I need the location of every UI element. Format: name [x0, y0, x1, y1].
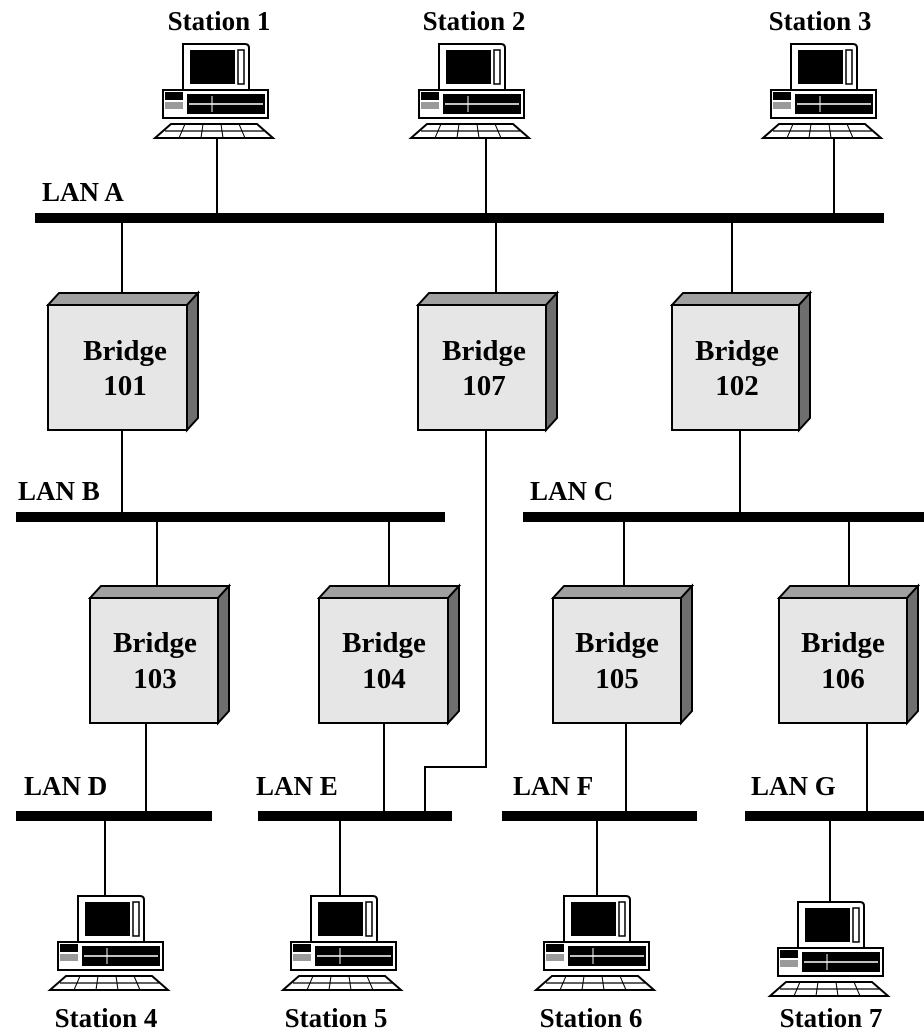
bridge-104: Bridge 104	[319, 586, 459, 723]
bridge-107-word: Bridge	[442, 335, 526, 367]
station-6-label: Station 6	[540, 1003, 643, 1033]
bridge-101: Bridge 101	[48, 293, 198, 430]
bridge-101-word: Bridge	[83, 335, 167, 367]
bridge-106: Bridge 106	[779, 586, 918, 723]
bridge-106-number: 106	[821, 663, 865, 695]
bridge-102-number: 102	[715, 370, 759, 402]
lan-c-label: LAN C	[530, 476, 613, 506]
bridge-104-word: Bridge	[342, 627, 426, 659]
desktop-computer-icon	[536, 896, 654, 990]
bridge-106-word: Bridge	[801, 627, 885, 659]
station-7: Station 7	[770, 902, 888, 1033]
station-3-label: Station 3	[769, 6, 872, 36]
station-5-label: Station 5	[285, 1003, 388, 1033]
bridge-105-word: Bridge	[575, 627, 659, 659]
desktop-computer-icon	[50, 896, 168, 990]
bridge-103-number: 103	[133, 663, 177, 695]
station-6: Station 6	[536, 896, 654, 1033]
bridge-107-number: 107	[462, 370, 506, 402]
station-2-label: Station 2	[423, 6, 526, 36]
desktop-computer-icon	[770, 902, 888, 996]
desktop-computer-icon	[283, 896, 401, 990]
station-4-label: Station 4	[55, 1003, 158, 1033]
bridge-103: Bridge 103	[90, 586, 229, 723]
station-7-label: Station 7	[780, 1003, 883, 1033]
bridge-102: Bridge 102	[672, 293, 810, 430]
station-4: Station 4	[50, 896, 168, 1033]
bridge-104-number: 104	[362, 663, 406, 695]
station-3: Station 3	[763, 6, 881, 138]
lan-f-label: LAN F	[513, 771, 593, 801]
station-1: Station 1	[155, 6, 273, 138]
station-1-label: Station 1	[168, 6, 271, 36]
bridge-105: Bridge 105	[553, 586, 692, 723]
lan-g-label: LAN G	[751, 771, 836, 801]
desktop-computer-icon	[763, 44, 881, 138]
desktop-computer-icon	[411, 44, 529, 138]
bridge-102-word: Bridge	[695, 335, 779, 367]
bridge-103-word: Bridge	[113, 627, 197, 659]
bridge-107: Bridge 107	[418, 293, 557, 430]
station-2: Station 2	[411, 6, 529, 138]
lan-d-label: LAN D	[24, 771, 107, 801]
station-5: Station 5	[283, 896, 401, 1033]
bridge-105-number: 105	[595, 663, 639, 695]
lan-a-label: LAN A	[42, 177, 124, 207]
desktop-computer-icon	[155, 44, 273, 138]
lan-b-label: LAN B	[18, 476, 100, 506]
lan-e-label: LAN E	[256, 771, 338, 801]
bridge-101-number: 101	[103, 370, 147, 402]
